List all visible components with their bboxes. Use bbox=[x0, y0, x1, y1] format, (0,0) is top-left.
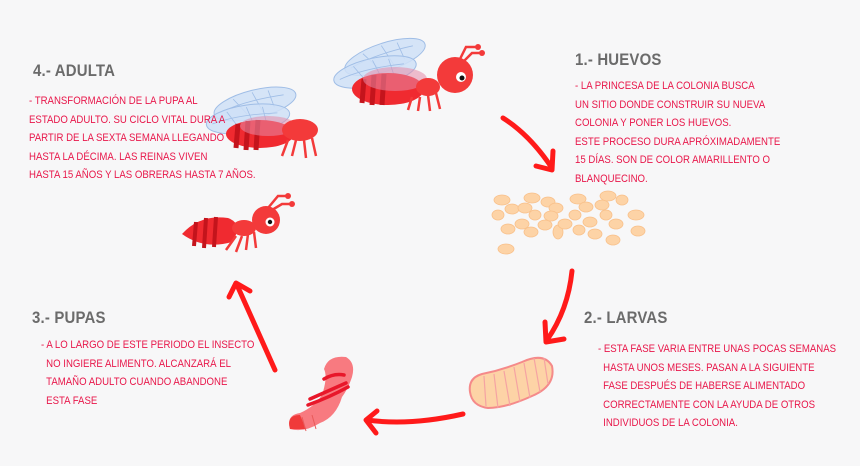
pupa-icon bbox=[289, 356, 354, 432]
stage-description-adulta: - TRANSFORMACIÓN DE LA PUPA AL ESTADO AD… bbox=[29, 95, 256, 181]
worker-ant-icon bbox=[182, 193, 295, 253]
larva-icon bbox=[468, 356, 554, 410]
arrow-pupas-to-adulta bbox=[226, 280, 278, 373]
stage-title-huevos: 1.- HUEVOS bbox=[575, 50, 662, 69]
winged-ant-icon bbox=[330, 30, 485, 112]
stage-description-huevos: - LA PRINCESA DE LA COLONIA BUSCA UN SIT… bbox=[575, 80, 781, 185]
arrow-adulta-to-huevos bbox=[500, 115, 556, 173]
stage-title-pupas: 3.- PUPAS bbox=[32, 308, 106, 327]
winged-ant-adult-icon bbox=[203, 79, 318, 159]
eggs-icon bbox=[491, 190, 646, 255]
stage-title-larvas: 2.- LARVAS bbox=[584, 308, 668, 327]
stage-title-adulta: 4.- ADULTA bbox=[33, 61, 116, 80]
arrow-larvas-to-pupas bbox=[363, 408, 466, 436]
stage-description-pupas: - A LO LARGO DE ESTE PERIODO EL INSECTO … bbox=[41, 339, 255, 407]
stage-description-larvas: - ESTA FASE VARIA ENTRE UNAS POCAS SEMAN… bbox=[598, 343, 837, 429]
arrow-huevos-to-larvas bbox=[542, 268, 575, 345]
